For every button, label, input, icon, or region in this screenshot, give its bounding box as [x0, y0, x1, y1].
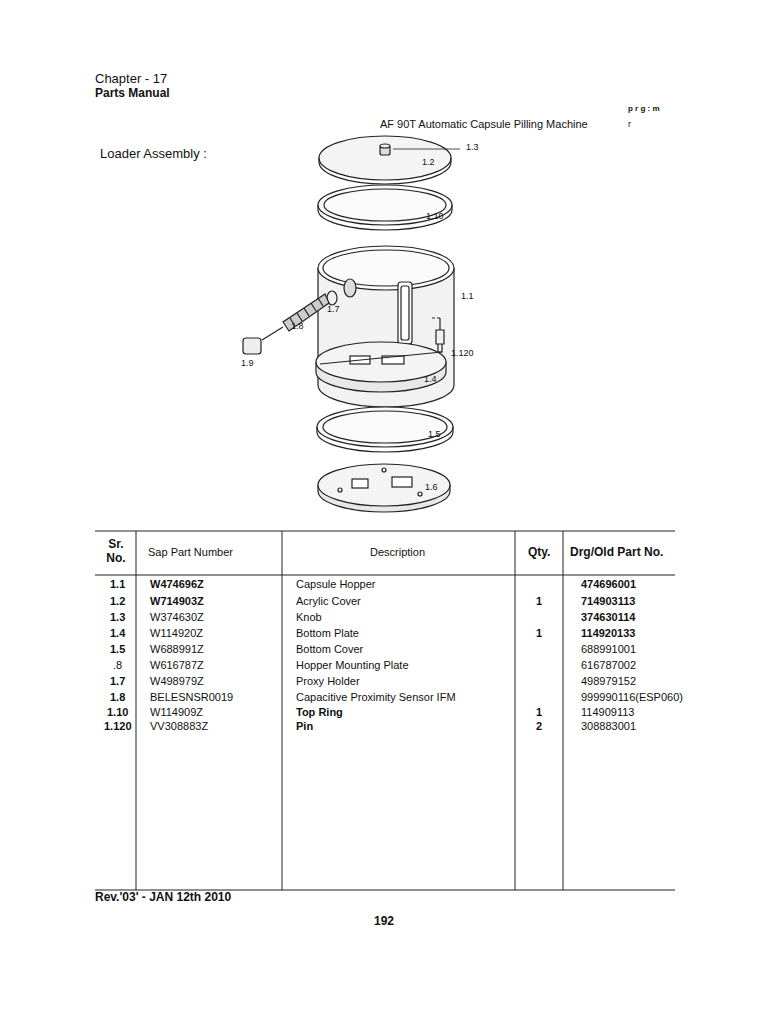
- manual-heading: Parts Manual: [95, 87, 170, 101]
- header-mark: p r g : m: [628, 104, 660, 113]
- table-cell-description: Capacitive Proximity Sensor IFM: [296, 691, 456, 704]
- revision-note: Rev.'03' - JAN 12th 2010: [95, 891, 231, 905]
- chapter-heading: Chapter - 17: [95, 72, 167, 87]
- table-cell-number: 1.120: [104, 720, 132, 733]
- table-cell-description: Capsule Hopper: [296, 578, 376, 591]
- table-cell-number: 1.10: [107, 706, 128, 719]
- callout-number: 1.5: [428, 429, 441, 439]
- table-cell-description: Acrylic Cover: [296, 595, 361, 608]
- callout-number: 1.7: [327, 304, 340, 314]
- machine-title: AF 90T Automatic Capsule Pilling Machine: [380, 118, 588, 131]
- table-cell-drawing: 374630114: [581, 611, 635, 624]
- table-cell-description: Proxy Holder: [296, 675, 360, 688]
- table-cell-qty: 2: [536, 720, 542, 733]
- table-cell-number: 1.1: [110, 578, 125, 591]
- table-cell-description: Bottom Cover: [296, 643, 363, 656]
- table-cell-drawing: 114909113: [581, 706, 634, 719]
- page-number: 192: [374, 915, 394, 929]
- table-cell-drawing: 714903113: [581, 595, 635, 608]
- callout-number: 1.4: [424, 374, 437, 384]
- table-cell-part: W374630Z: [150, 611, 204, 624]
- table-cell-qty: 1: [536, 627, 542, 640]
- table-header: Sap Part Number: [148, 546, 233, 559]
- callout-number: 1.1: [461, 291, 474, 301]
- table-cell-description: Top Ring: [296, 706, 343, 719]
- table-cell-drawing: 474696001: [581, 578, 636, 591]
- table-cell-part: W114909Z: [150, 706, 203, 719]
- callout-number: 1.9: [241, 358, 254, 368]
- table-cell-number: 1.4: [110, 627, 125, 640]
- table-cell-number: 1.5: [110, 643, 125, 656]
- table-cell-part: W474696Z: [150, 578, 204, 591]
- table-cell-description: Knob: [296, 611, 322, 624]
- table-cell-drawing: 999990116(ESP060): [581, 691, 683, 704]
- table-cell-part: BELESNSR0019: [150, 691, 233, 704]
- assembly-title: Loader Assembly :: [100, 147, 207, 162]
- table-cell-number: 1.3: [110, 611, 125, 624]
- table-cell-number: 1.8: [110, 691, 125, 704]
- table-cell-description: Pin: [296, 720, 313, 733]
- table-cell-description: Bottom Plate: [296, 627, 359, 640]
- table-cell-qty: 1: [536, 706, 542, 719]
- table-cell-drawing: 114920133: [581, 627, 635, 640]
- callout-number: 1.10: [426, 211, 444, 221]
- table-cell-drawing: 498979152: [581, 675, 636, 688]
- table-cell-drawing: 688991001: [581, 643, 636, 656]
- table-header: Description: [370, 546, 425, 559]
- callout-number: 1.2: [422, 157, 435, 167]
- table-cell-part: W714903Z: [150, 595, 204, 608]
- callout-number: 1.120: [451, 348, 474, 358]
- callout-number: 1.6: [425, 482, 438, 492]
- table-cell-number: 1.2: [110, 595, 125, 608]
- table-cell-drawing: 616787002: [581, 659, 636, 672]
- table-cell-part: W616787Z: [150, 659, 204, 672]
- table-cell-part: VV308883Z: [150, 720, 208, 733]
- table-cell-part: W688991Z: [150, 643, 204, 656]
- table-cell-qty: 1: [536, 595, 542, 608]
- table-cell-number: .8: [113, 659, 122, 672]
- table-header: Qty.: [528, 546, 550, 560]
- callout-number: 1.8: [291, 321, 304, 331]
- table-cell-drawing: 308883001: [581, 720, 636, 733]
- table-cell-part: W498979Z: [150, 675, 204, 688]
- table-cell-description: Hopper Mounting Plate: [296, 659, 409, 672]
- header-mark: r: [628, 119, 631, 129]
- parts-table: [95, 531, 675, 890]
- table-header: Sr. No.: [101, 538, 131, 566]
- table-header: Drg/Old Part No.: [570, 546, 663, 560]
- table-cell-part: W114920Z: [150, 627, 203, 640]
- table-cell-number: 1.7: [110, 675, 125, 688]
- callout-number: 1.3: [466, 142, 479, 152]
